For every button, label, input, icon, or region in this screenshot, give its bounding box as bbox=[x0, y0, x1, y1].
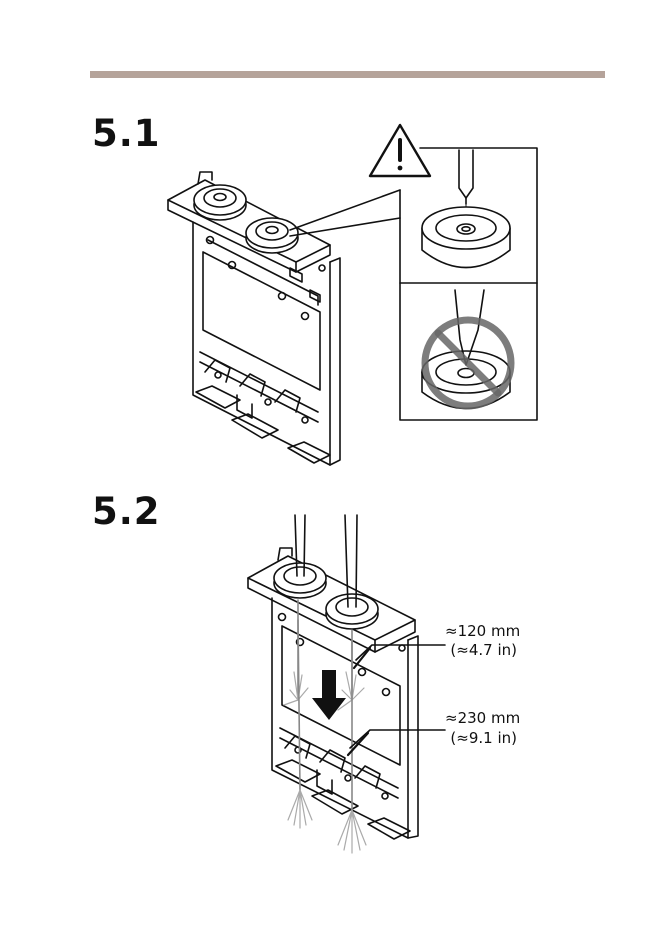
callout-line-upper bbox=[290, 190, 400, 230]
measurement-lower-metric: ≈230 mm bbox=[445, 709, 517, 728]
measurement-arrow-upper bbox=[354, 648, 370, 668]
measurement-lower-imperial: (≈9.1 in) bbox=[445, 729, 517, 748]
warning-triangle-icon bbox=[370, 125, 430, 176]
measurement-upper-imperial: (≈4.7 in) bbox=[445, 641, 517, 660]
mounting-bracket-5-1 bbox=[168, 172, 340, 465]
callout-line-lower bbox=[290, 218, 400, 236]
down-arrow-icon bbox=[312, 670, 346, 720]
measurement-upper-metric: ≈120 mm bbox=[445, 622, 517, 641]
network-cable-right bbox=[338, 515, 366, 853]
measurement-arrow-lower bbox=[348, 733, 368, 755]
measurement-pointer-lower bbox=[350, 730, 445, 748]
grommet-detail-correct bbox=[422, 207, 510, 268]
